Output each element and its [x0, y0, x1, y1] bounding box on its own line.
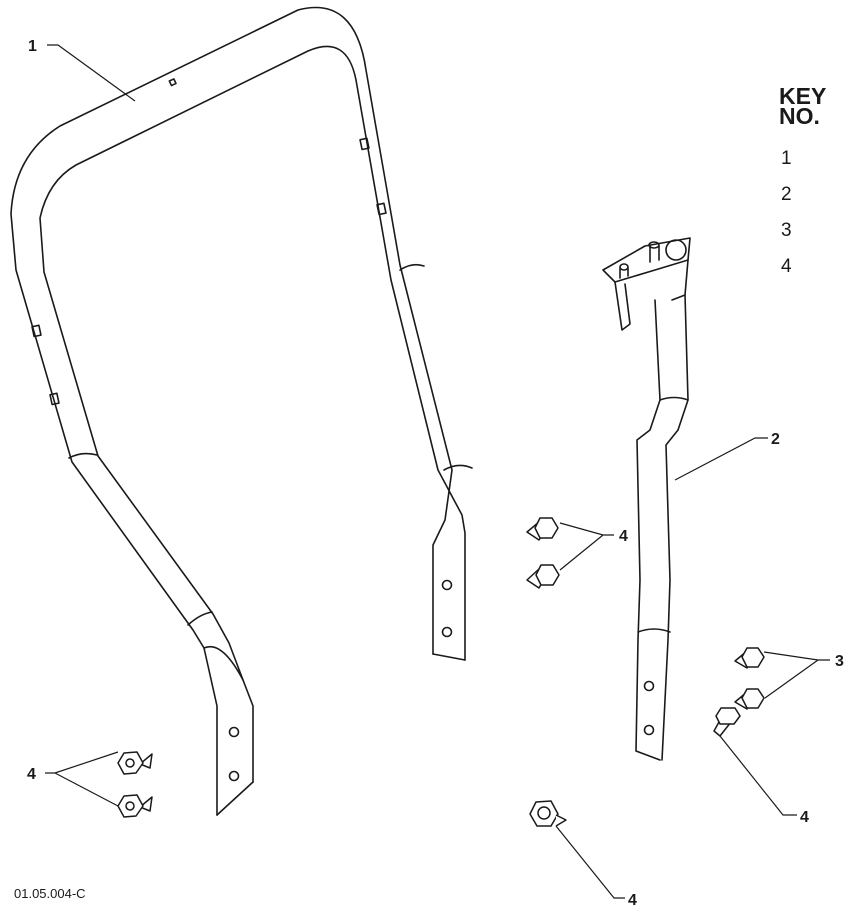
bolt-mid-upper	[526, 517, 559, 541]
key-header-line-2: NO.	[779, 103, 820, 129]
bolt-bottom-center	[529, 800, 567, 827]
callout-part-4-right: 4	[800, 809, 809, 826]
callout-part-4-left: 4	[27, 766, 36, 783]
bolt-right-upper	[734, 647, 765, 669]
callout-part-4-mid: 4	[619, 528, 628, 545]
key-item: 3	[781, 220, 792, 241]
support-bracket-part-2	[602, 237, 691, 761]
bolt-left-upper	[117, 751, 153, 775]
bolt-mid-lower	[526, 564, 560, 589]
callout-part-1: 1	[28, 38, 37, 55]
callout-part-2: 2	[771, 431, 780, 448]
figure-reference-code: 01.05.004-C	[14, 886, 86, 901]
key-number-header: KEY NO.	[779, 83, 827, 129]
callout-part-4-bottom: 4	[628, 892, 637, 909]
leader-lines	[45, 44, 830, 899]
bolt-right-lower	[734, 688, 765, 710]
bolt-right-bottom	[713, 707, 741, 737]
bolt-left-lower	[117, 794, 153, 818]
callout-part-3: 3	[835, 653, 844, 670]
key-item: 1	[781, 148, 792, 169]
key-item: 4	[781, 256, 792, 277]
rollover-bar-part-1	[10, 6, 473, 816]
callout-labels: 1 2 4 3 4 4 4	[27, 38, 844, 909]
key-number-list: 1 2 3 4	[781, 148, 792, 294]
key-header-line-1: KEY	[779, 83, 827, 109]
key-item: 2	[781, 184, 792, 205]
